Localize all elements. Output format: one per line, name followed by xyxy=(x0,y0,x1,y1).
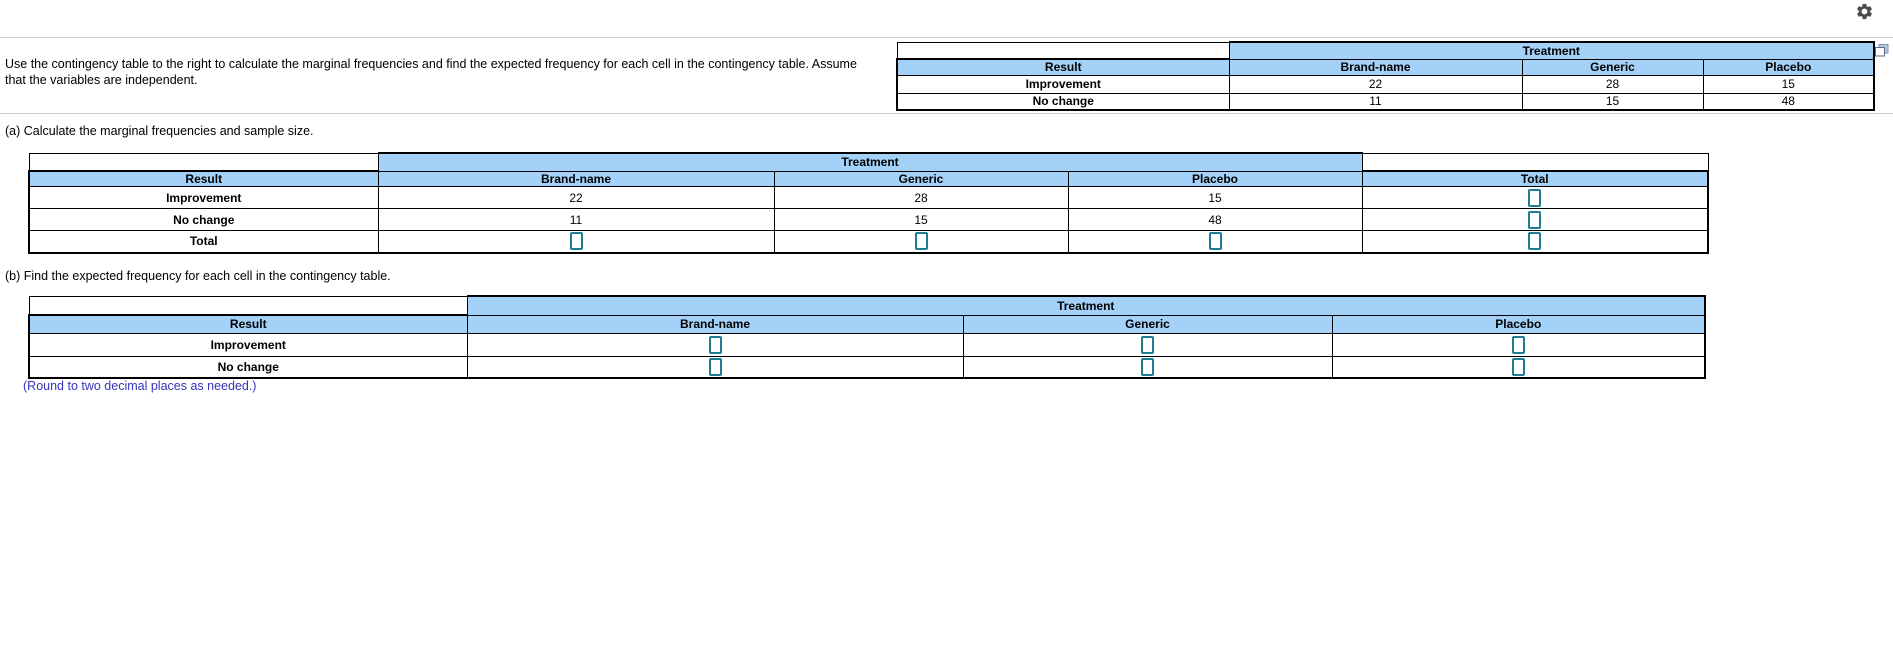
column-header-placebo: Placebo xyxy=(1702,58,1876,76)
row-label-improvement: Improvement xyxy=(28,332,468,357)
pop-out-icon[interactable] xyxy=(1875,44,1889,57)
treatment-group-header: Treatment xyxy=(377,152,1363,172)
column-header-generic: Generic xyxy=(1521,58,1704,76)
input-a-total-placebo[interactable] xyxy=(1208,232,1222,251)
row-label-total: Total xyxy=(28,230,379,254)
input-a-grand-total[interactable] xyxy=(1528,232,1542,251)
data-cell: 15 xyxy=(1702,74,1876,94)
column-header-brand-name: Brand-name xyxy=(377,170,775,187)
spacer-cell xyxy=(28,295,468,316)
contingency-table: Treatment Result Brand-name Generic Plac… xyxy=(896,41,1876,111)
data-cell: 11 xyxy=(377,208,775,231)
column-header-result: Result xyxy=(896,58,1230,76)
input-a-improvement-total[interactable] xyxy=(1528,188,1542,207)
column-header-total: Total xyxy=(1361,170,1709,187)
column-header-placebo: Placebo xyxy=(1331,314,1707,334)
data-cell: 15 xyxy=(1521,92,1704,111)
column-header-generic: Generic xyxy=(962,314,1333,334)
input-b-improvement-brand-name[interactable] xyxy=(708,335,722,354)
column-header-brand-name: Brand-name xyxy=(466,314,964,334)
input-b-improvement-generic[interactable] xyxy=(1141,335,1154,354)
row-label-no-change: No change xyxy=(28,208,379,231)
total-cell xyxy=(1361,230,1709,254)
data-cell: 15 xyxy=(1067,186,1363,209)
data-cell: 28 xyxy=(1521,74,1704,94)
expected-frequency-cell xyxy=(1331,332,1707,357)
input-b-improvement-placebo[interactable] xyxy=(1511,335,1525,354)
expected-frequency-cell xyxy=(466,332,964,357)
data-cell: 15 xyxy=(773,208,1069,231)
spacer-cell xyxy=(28,152,379,172)
column-header-generic: Generic xyxy=(773,170,1069,187)
input-a-total-brand-name[interactable] xyxy=(569,232,583,251)
row-label-improvement: Improvement xyxy=(28,186,379,209)
settings-gear-icon[interactable] xyxy=(1855,2,1874,21)
column-header-result: Result xyxy=(28,314,468,334)
input-a-total-generic[interactable] xyxy=(914,232,928,251)
problem-text-line2: that the variables are independent. xyxy=(5,73,198,87)
section-divider xyxy=(0,113,1893,114)
part-a-table: Treatment Result Brand-name Generic Plac… xyxy=(28,152,1709,254)
spacer-cell xyxy=(896,41,1230,60)
expected-frequency-cell xyxy=(962,332,1333,357)
part-b-prompt: (b) Find the expected frequency for each… xyxy=(5,269,391,283)
input-b-no-change-brand-name[interactable] xyxy=(708,357,722,376)
treatment-group-header: Treatment xyxy=(466,295,1707,316)
input-b-no-change-generic[interactable] xyxy=(1141,357,1154,376)
rounding-note: (Round to two decimal places as needed.) xyxy=(23,379,257,393)
column-header-placebo: Placebo xyxy=(1067,170,1363,187)
expected-frequency-cell xyxy=(1331,355,1707,379)
total-cell xyxy=(1067,230,1363,254)
column-header-brand-name: Brand-name xyxy=(1228,58,1523,76)
expected-frequency-cell xyxy=(962,355,1333,379)
spacer-cell xyxy=(1361,152,1709,172)
data-cell: 22 xyxy=(377,186,775,209)
part-a-prompt: (a) Calculate the marginal frequencies a… xyxy=(5,124,314,138)
total-cell xyxy=(1361,208,1709,231)
total-cell xyxy=(377,230,775,254)
data-cell: 11 xyxy=(1228,92,1523,111)
part-b-table: Treatment Result Brand-name Generic Plac… xyxy=(28,295,1707,379)
expected-frequency-cell xyxy=(466,355,964,379)
data-cell: 22 xyxy=(1228,74,1523,94)
data-cell: 48 xyxy=(1067,208,1363,231)
row-label-no-change: No change xyxy=(28,355,468,379)
row-label-no-change: No change xyxy=(896,92,1230,111)
total-cell xyxy=(773,230,1069,254)
problem-statement: Use the contingency table to the right t… xyxy=(5,56,890,88)
row-label-improvement: Improvement xyxy=(896,74,1230,94)
data-cell: 28 xyxy=(773,186,1069,209)
top-divider xyxy=(0,37,1893,38)
data-cell: 48 xyxy=(1702,92,1876,111)
problem-text-line1: Use the contingency table to the right t… xyxy=(5,57,857,71)
total-cell xyxy=(1361,186,1709,209)
treatment-group-header: Treatment xyxy=(1228,41,1876,60)
input-b-no-change-placebo[interactable] xyxy=(1511,357,1525,376)
column-header-result: Result xyxy=(28,170,379,187)
input-a-no-change-total[interactable] xyxy=(1528,210,1542,229)
